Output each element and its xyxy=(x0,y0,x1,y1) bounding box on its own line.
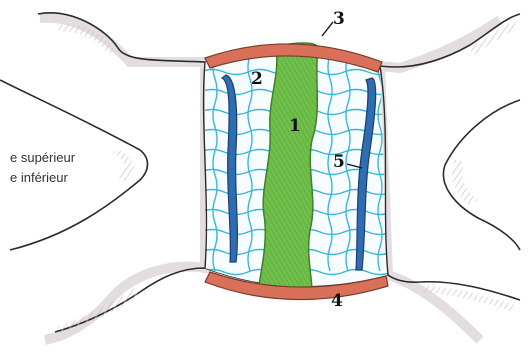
label-2: 2 xyxy=(251,69,263,89)
label-1: 1 xyxy=(289,116,301,136)
label-inferieur: e inférieur xyxy=(10,170,68,185)
label-4: 4 xyxy=(331,291,343,311)
leader-3 xyxy=(322,22,333,36)
label-superieur: e supérieur xyxy=(10,150,76,165)
label-5: 5 xyxy=(333,152,345,172)
label-3: 3 xyxy=(333,9,345,29)
